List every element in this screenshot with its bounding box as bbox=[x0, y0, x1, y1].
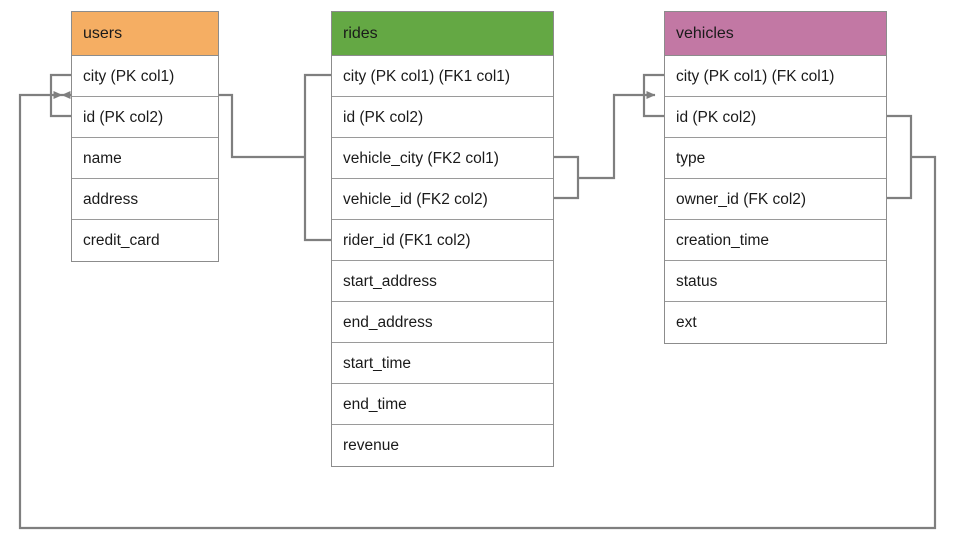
table-rides-column-rider-id[interactable]: rider_id (FK1 col2) bbox=[332, 220, 553, 261]
table-vehicles-column-status[interactable]: status bbox=[665, 261, 886, 302]
vehicles-pk-bracket bbox=[642, 73, 664, 118]
table-vehicles-title: vehicles bbox=[665, 12, 886, 56]
table-rides-column-revenue[interactable]: revenue bbox=[343, 437, 400, 454]
table-users-column-id[interactable]: id (PK col2) bbox=[72, 97, 218, 138]
users-pk-bracket bbox=[49, 73, 71, 118]
table-vehicles-column-city[interactable]: city (PK col1) (FK col1) bbox=[665, 56, 886, 97]
table-users-column-city[interactable]: city (PK col1) bbox=[72, 56, 218, 97]
table-rides-column-start-time[interactable]: start_time bbox=[332, 343, 553, 384]
table-vehicles-column-type[interactable]: type bbox=[665, 138, 886, 179]
table-vehicles-column-ext[interactable]: ext bbox=[676, 314, 697, 331]
vehicles-fk-bracket bbox=[887, 114, 913, 200]
rides-fk2-connector bbox=[578, 91, 656, 180]
table-rides[interactable]: rides city (PK col1) (FK1 col1) id (PK c… bbox=[331, 11, 554, 467]
table-vehicles-column-creation-time[interactable]: creation_time bbox=[665, 220, 886, 261]
rides-fk1-bracket bbox=[303, 73, 331, 242]
rides-fk2-bracket bbox=[554, 155, 580, 200]
table-vehicles-column-owner-id[interactable]: owner_id (FK col2) bbox=[665, 179, 886, 220]
table-rides-column-end-address[interactable]: end_address bbox=[332, 302, 553, 343]
table-rides-column-vehicle-city[interactable]: vehicle_city (FK2 col1) bbox=[332, 138, 553, 179]
table-rides-column-vehicle-id[interactable]: vehicle_id (FK2 col2) bbox=[332, 179, 553, 220]
table-users[interactable]: users city (PK col1) id (PK col2) name a… bbox=[71, 11, 219, 262]
table-rides-column-end-time[interactable]: end_time bbox=[332, 384, 553, 425]
table-users-title: users bbox=[72, 12, 218, 56]
table-users-column-name[interactable]: name bbox=[72, 138, 218, 179]
table-users-column-credit-card[interactable]: credit_card bbox=[83, 232, 160, 249]
table-rides-title: rides bbox=[332, 12, 553, 56]
table-rides-column-start-address[interactable]: start_address bbox=[332, 261, 553, 302]
table-users-column-address[interactable]: address bbox=[72, 179, 218, 220]
table-rides-column-city[interactable]: city (PK col1) (FK1 col1) bbox=[332, 56, 553, 97]
table-rides-column-id[interactable]: id (PK col2) bbox=[332, 97, 553, 138]
table-vehicles-column-id[interactable]: id (PK col2) bbox=[665, 97, 886, 138]
table-vehicles[interactable]: vehicles city (PK col1) (FK col1) id (PK… bbox=[664, 11, 887, 344]
